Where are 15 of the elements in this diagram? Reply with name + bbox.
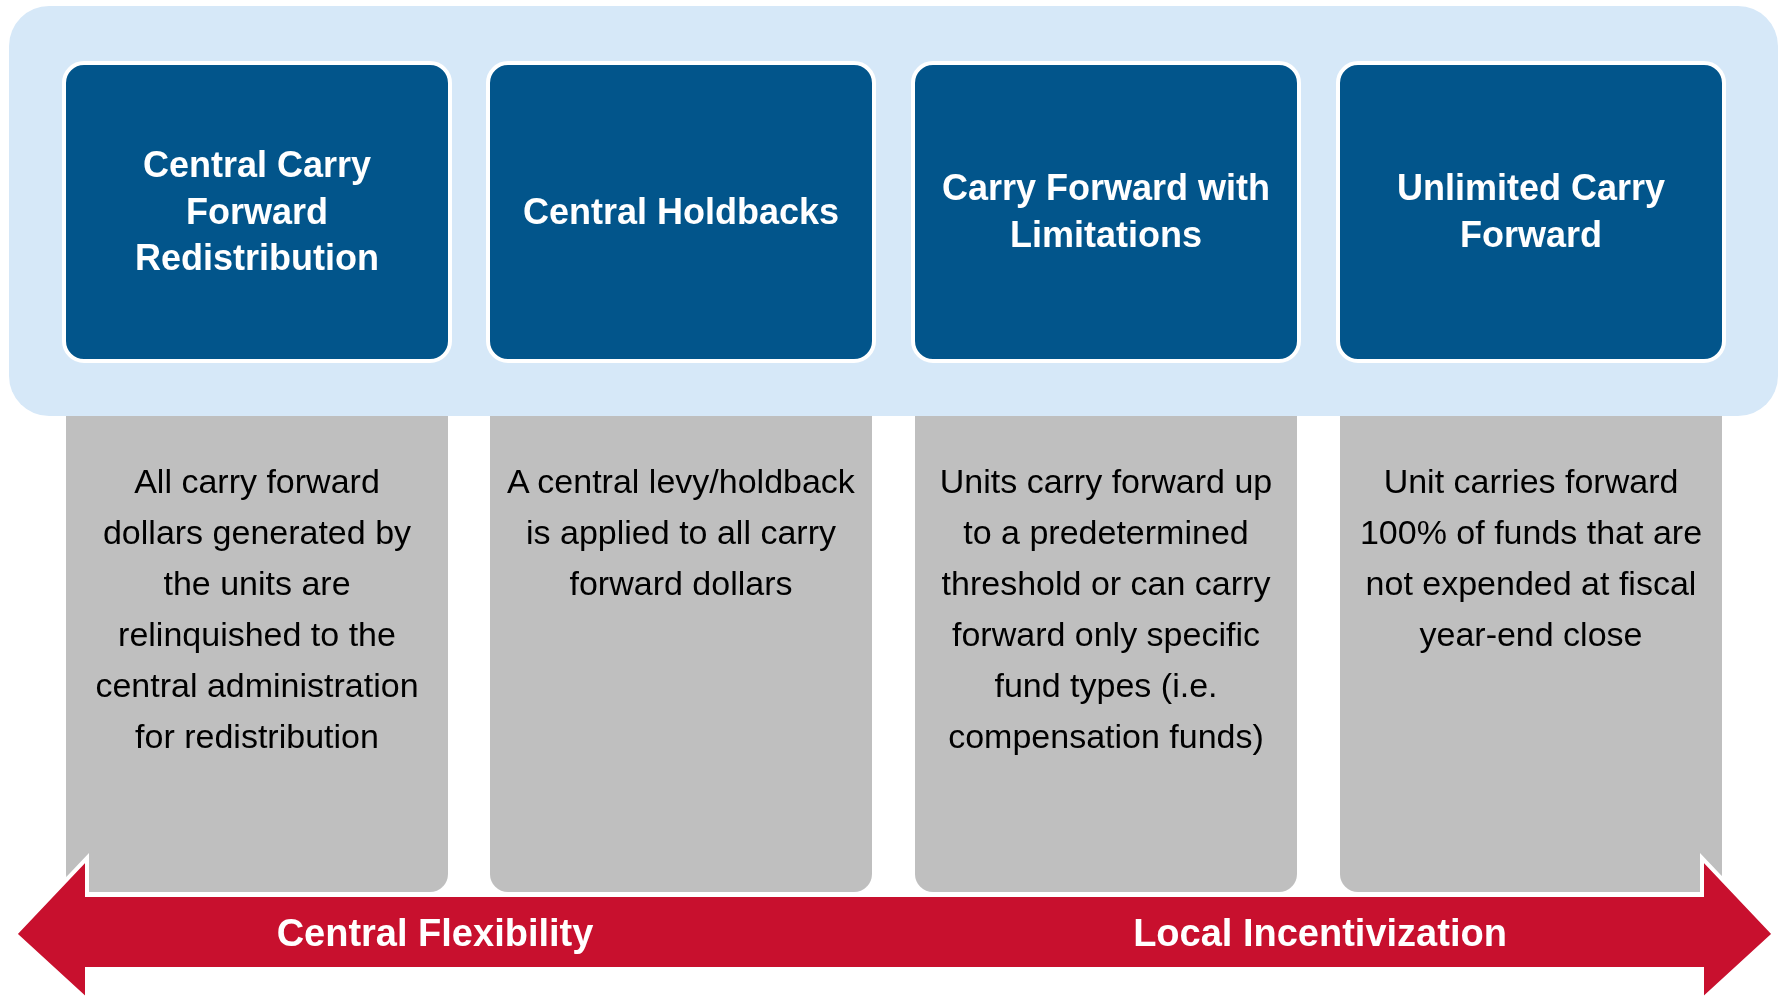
category-title: Central Carry Forward Redistribution: [134, 142, 380, 281]
category-box: [62, 61, 452, 363]
category-title: Carry Forward with Limitations: [940, 166, 1272, 257]
category-title: Central Holdbacks: [522, 189, 840, 234]
axis-label: Central Flexibility: [276, 912, 594, 955]
category-box: [1336, 61, 1726, 363]
category-box: [486, 61, 876, 363]
background-panel: [9, 6, 1778, 416]
category-title: Unlimited Carry Forward: [1395, 166, 1667, 257]
category-box: [911, 61, 1301, 363]
description-text: A central levy/holdback is applied to all carry forward dollars: [507, 462, 855, 602]
description-text: Unit carries forward 100% of funds that are not expended at fiscal year-end close: [1359, 462, 1703, 653]
description-text: Units carry forward up to a predetermined threshold or can carry forward only specific fund types (i.e. compensation funds): [939, 462, 1273, 755]
axis-label: Local Incentivization: [1133, 912, 1507, 955]
description-text: All carry forward dollars generated by the units are relinquished to the central administration for redistribution: [95, 462, 419, 755]
